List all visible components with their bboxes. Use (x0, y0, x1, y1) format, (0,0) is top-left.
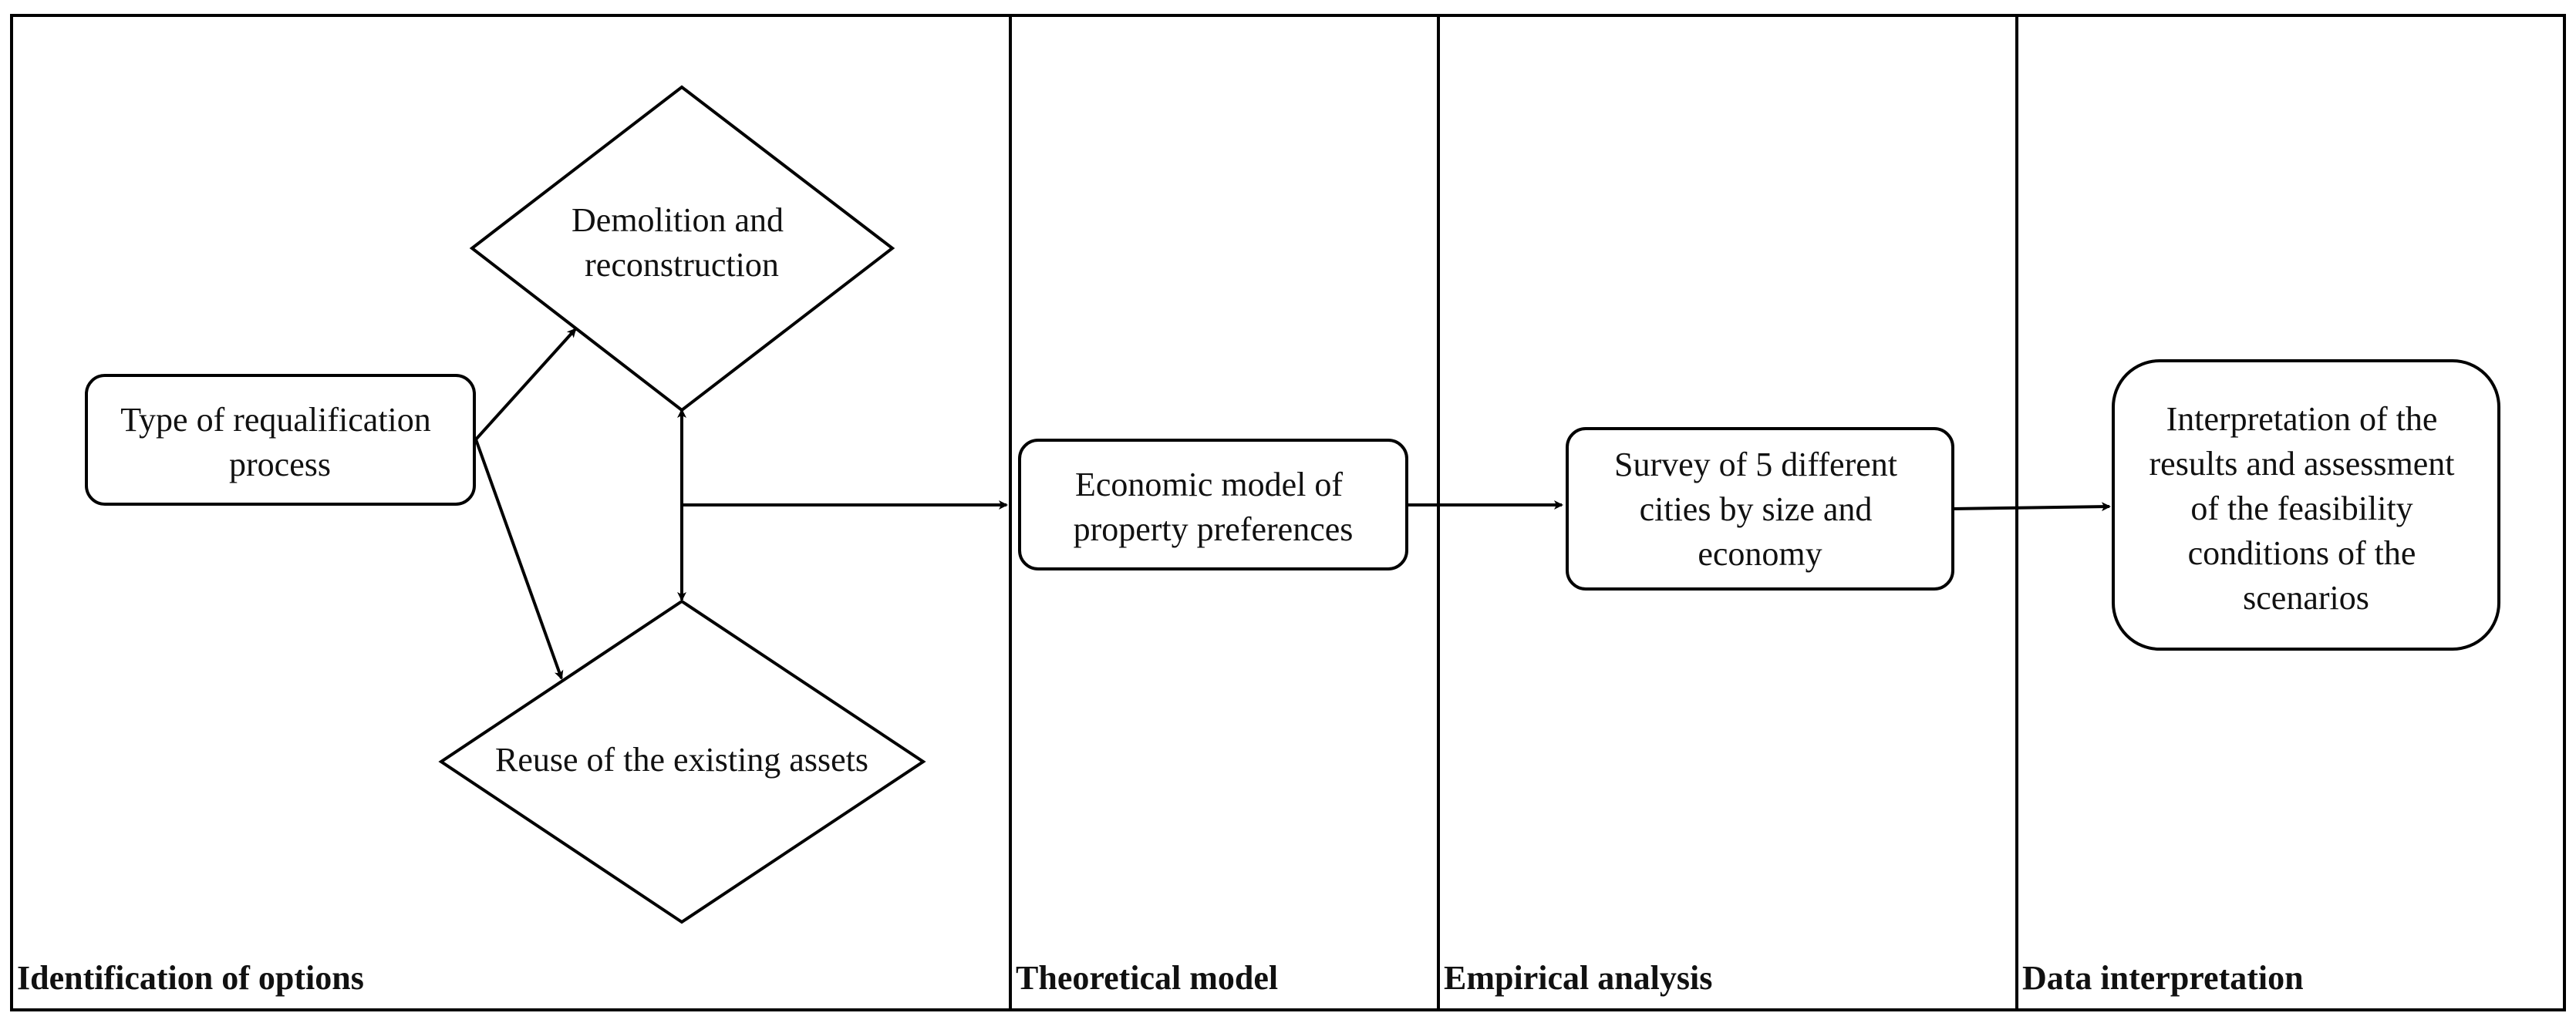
node-shape (2112, 359, 2500, 651)
node-label-line: conditions of the (2188, 534, 2416, 572)
lane-label-theoretical: Theoretical model (1016, 959, 1278, 997)
node-label-line: cities by size and (1640, 490, 1873, 528)
nodes: Type of requalification process Demoliti… (85, 85, 2500, 924)
lane-labels: Identification of options Theoretical mo… (17, 959, 2304, 997)
node-shape (85, 374, 476, 506)
edge-type-to-demolition (474, 328, 577, 441)
node-label-line: of the feasibility (2190, 490, 2412, 527)
lane-label-empirical: Empirical analysis (1444, 959, 1712, 997)
node-reuse: Reuse of the existing assets (438, 599, 926, 924)
node-demolition: Demolition and reconstruction (469, 85, 895, 412)
node-label: Economic model of property preferences (1074, 466, 1354, 548)
node-economic-model: Economic model of property preferences (1018, 439, 1408, 570)
node-label-line: Interpretation of the (2166, 400, 2438, 438)
node-label: Interpretation of the results and assess… (2149, 400, 2463, 617)
node-label: Survey of 5 different cities by size and… (1614, 446, 1906, 573)
node-label: Type of requalification process (120, 401, 440, 483)
node-label-line: Type of requalification (120, 401, 431, 439)
node-shape (1566, 427, 1954, 591)
lane-label-interpretation: Data interpretation (2022, 959, 2304, 997)
node-type-of-requalification: Type of requalification process (85, 374, 476, 506)
node-label-line: results and assessment (2149, 445, 2455, 483)
node-label-line: process (229, 446, 331, 483)
connectors (474, 328, 2111, 680)
node-label-line: Reuse of the existing assets (495, 741, 868, 779)
node-label-line: Survey of 5 different (1614, 446, 1897, 483)
node-label-line: Demolition and (572, 201, 784, 239)
node-label-line: Economic model of (1075, 466, 1343, 503)
node-shape (469, 85, 895, 412)
lane-label-identification: Identification of options (17, 959, 364, 997)
node-shape (1018, 439, 1408, 570)
node-shape (438, 599, 926, 924)
node-label-line: scenarios (2243, 579, 2369, 617)
edge-survey-to-interpretation (1951, 502, 2111, 512)
edge-type-to-reuse (474, 439, 564, 680)
node-label: Reuse of the existing assets (495, 741, 868, 779)
node-interpretation: Interpretation of the results and assess… (2112, 359, 2500, 651)
node-label-line: economy (1698, 535, 1822, 573)
node-label: Demolition and reconstruction (572, 201, 792, 284)
node-label-line: reconstruction (585, 246, 779, 284)
node-label-line: property preferences (1074, 510, 1354, 548)
node-survey: Survey of 5 different cities by size and… (1566, 427, 1954, 591)
